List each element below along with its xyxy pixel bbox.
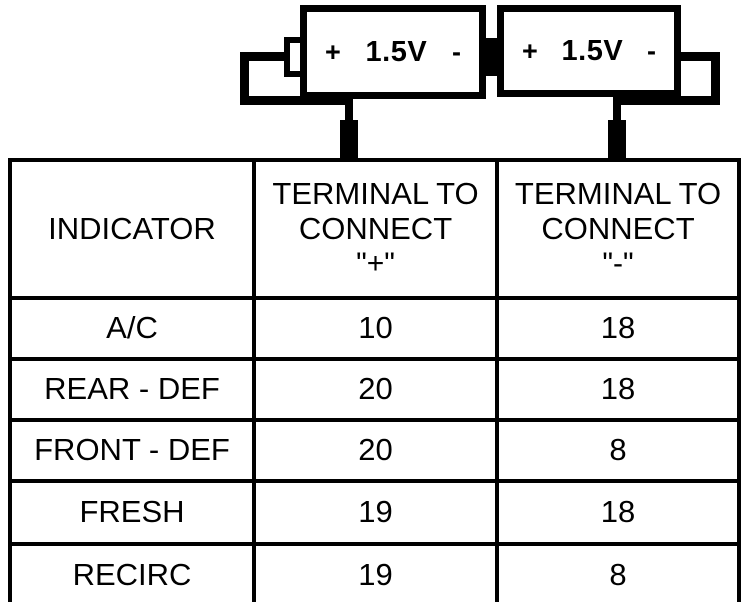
battery-circuit-diagram: + 1.5V - + 1.5V - bbox=[0, 0, 752, 158]
positive-probe-tip bbox=[340, 120, 358, 158]
table-header-row: INDICATOR TERMINAL TO CONNECT "+" TERMIN… bbox=[8, 158, 741, 300]
header-minus-line1: TERMINAL TO bbox=[514, 175, 722, 211]
cell-terminal-minus: 18 bbox=[495, 357, 741, 422]
battery-left-plus-label: + bbox=[325, 36, 341, 67]
battery-cell-left: + 1.5V - bbox=[300, 5, 486, 99]
probe-right-lead bbox=[613, 96, 621, 122]
header-plus-line2: CONNECT bbox=[298, 210, 453, 246]
header-cell-terminal-plus: TERMINAL TO CONNECT "+" bbox=[252, 158, 499, 300]
wire-bottom-left-horizontal bbox=[240, 96, 352, 105]
cell-terminal-plus: 10 bbox=[252, 296, 499, 361]
table-row: FRESH 19 18 bbox=[8, 479, 741, 546]
probe-left-lead bbox=[345, 96, 353, 122]
battery-right-plus-label: + bbox=[522, 35, 538, 66]
table-row: FRONT - DEF 20 8 bbox=[8, 418, 741, 483]
cell-indicator: REAR - DEF bbox=[8, 357, 256, 422]
battery-right-voltage-label: 1.5V bbox=[561, 34, 624, 67]
header-minus-line2: CONNECT bbox=[541, 210, 695, 246]
table-row: A/C 10 18 bbox=[8, 296, 741, 361]
battery-right-minus-label: - bbox=[646, 35, 656, 66]
cell-indicator: FRONT - DEF bbox=[8, 418, 256, 483]
wire-left-horizontal bbox=[240, 52, 292, 61]
cell-indicator: FRESH bbox=[8, 479, 256, 546]
cell-terminal-plus: 20 bbox=[252, 357, 499, 422]
battery-cell-right: + 1.5V - bbox=[497, 5, 681, 97]
cell-terminal-plus: 19 bbox=[252, 479, 499, 546]
table-row: RECIRC 19 8 bbox=[8, 542, 741, 602]
cell-indicator: A/C bbox=[8, 296, 256, 361]
header-plus-line1: TERMINAL TO bbox=[272, 175, 479, 211]
cell-terminal-minus: 8 bbox=[495, 542, 741, 602]
cell-terminal-minus: 18 bbox=[495, 479, 741, 546]
battery-left-minus-label: - bbox=[451, 36, 461, 67]
wire-bottom-right-horizontal bbox=[613, 96, 720, 105]
negative-probe-tip bbox=[608, 120, 626, 158]
cell-terminal-plus: 19 bbox=[252, 542, 499, 602]
header-minus-sign: "-" bbox=[602, 247, 634, 281]
wire-right-horizontal bbox=[676, 52, 720, 61]
cell-terminal-minus: 8 bbox=[495, 418, 741, 483]
table-row: REAR - DEF 20 18 bbox=[8, 357, 741, 422]
battery-left-voltage-label: 1.5V bbox=[365, 35, 428, 68]
indicator-terminal-table: INDICATOR TERMINAL TO CONNECT "+" TERMIN… bbox=[8, 158, 741, 602]
header-cell-indicator: INDICATOR bbox=[8, 158, 256, 300]
header-indicator-line1: INDICATOR bbox=[48, 210, 216, 246]
wire-left-vertical bbox=[240, 52, 249, 102]
cell-indicator: RECIRC bbox=[8, 542, 256, 602]
cell-terminal-minus: 18 bbox=[495, 296, 741, 361]
wire-right-vertical bbox=[711, 52, 720, 105]
header-cell-terminal-minus: TERMINAL TO CONNECT "-" bbox=[495, 158, 741, 300]
header-plus-sign: "+" bbox=[356, 247, 395, 281]
cell-terminal-plus: 20 bbox=[252, 418, 499, 483]
